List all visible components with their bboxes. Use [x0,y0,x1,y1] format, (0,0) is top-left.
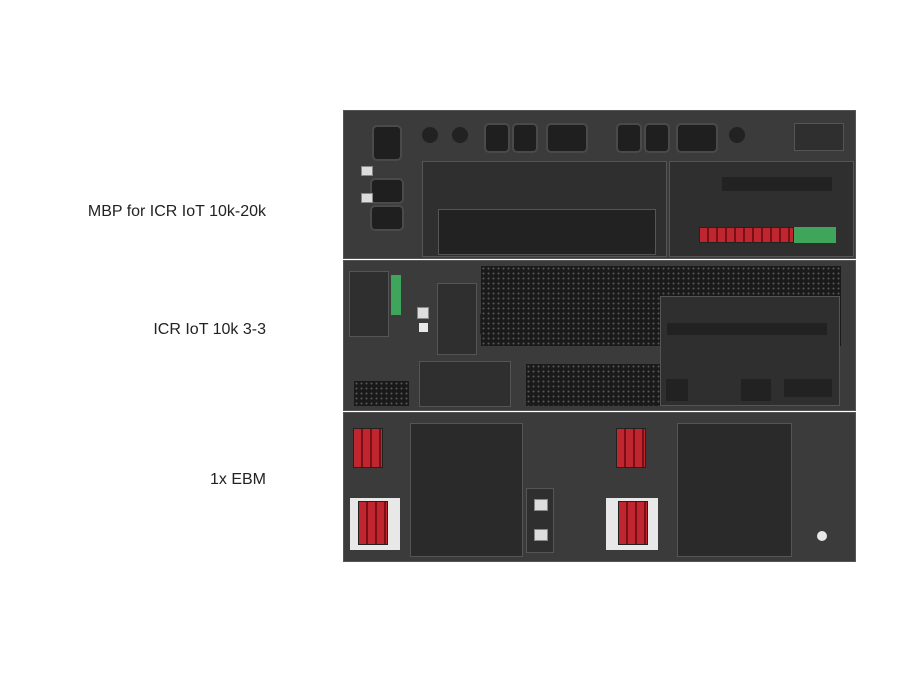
cable-clamp [741,379,771,401]
cable-clamp [784,379,832,397]
battery-connector-red [616,428,646,468]
c19-outlet [372,125,402,161]
c13-outlet [370,205,404,231]
mbp-module [343,110,856,259]
ebm-module [343,412,856,562]
ups-module [343,260,856,411]
breaker-knob [422,127,438,143]
detection-port-panel [526,488,554,553]
label-ebm: 1x EBM [209,471,266,488]
cable-clamp [666,379,688,401]
comm-slot-cover [349,271,389,337]
rj45-port [361,193,373,203]
breaker-knob [729,127,745,143]
ground-screw [817,531,827,541]
terminal-block-red [699,227,794,243]
terminal-block-green [794,227,836,243]
rj45-port [361,166,373,176]
c19-outlet [546,123,588,153]
terminal-bar [667,323,827,335]
battery-cover [410,423,523,557]
battery-connector-red [358,501,388,545]
label-mbp: MBP for ICR IoT 10k-20k [87,203,266,220]
vent-grill [526,364,661,406]
network-port [417,307,429,319]
battery-connector-red [618,501,648,545]
status-panel [794,123,844,151]
terminal-block [722,177,832,191]
breaker-knob [452,127,468,143]
c13-outlet [616,123,642,153]
vent-grill [354,381,409,406]
detection-port [534,499,548,511]
label-ups: ICR IoT 10k 3-3 [153,321,266,338]
c13-outlet [644,123,670,153]
detection-port [534,529,548,541]
c13-outlet [370,178,404,204]
switch-slot [438,209,656,255]
c13-outlet [512,123,538,153]
usb-port [419,323,428,332]
battery-connector-panel [419,361,511,407]
epo-terminal [391,275,401,315]
card-slot [437,283,477,355]
battery-connector-red [353,428,383,468]
c13-outlet [484,123,510,153]
c19-outlet [676,123,718,153]
battery-cover [677,423,792,557]
